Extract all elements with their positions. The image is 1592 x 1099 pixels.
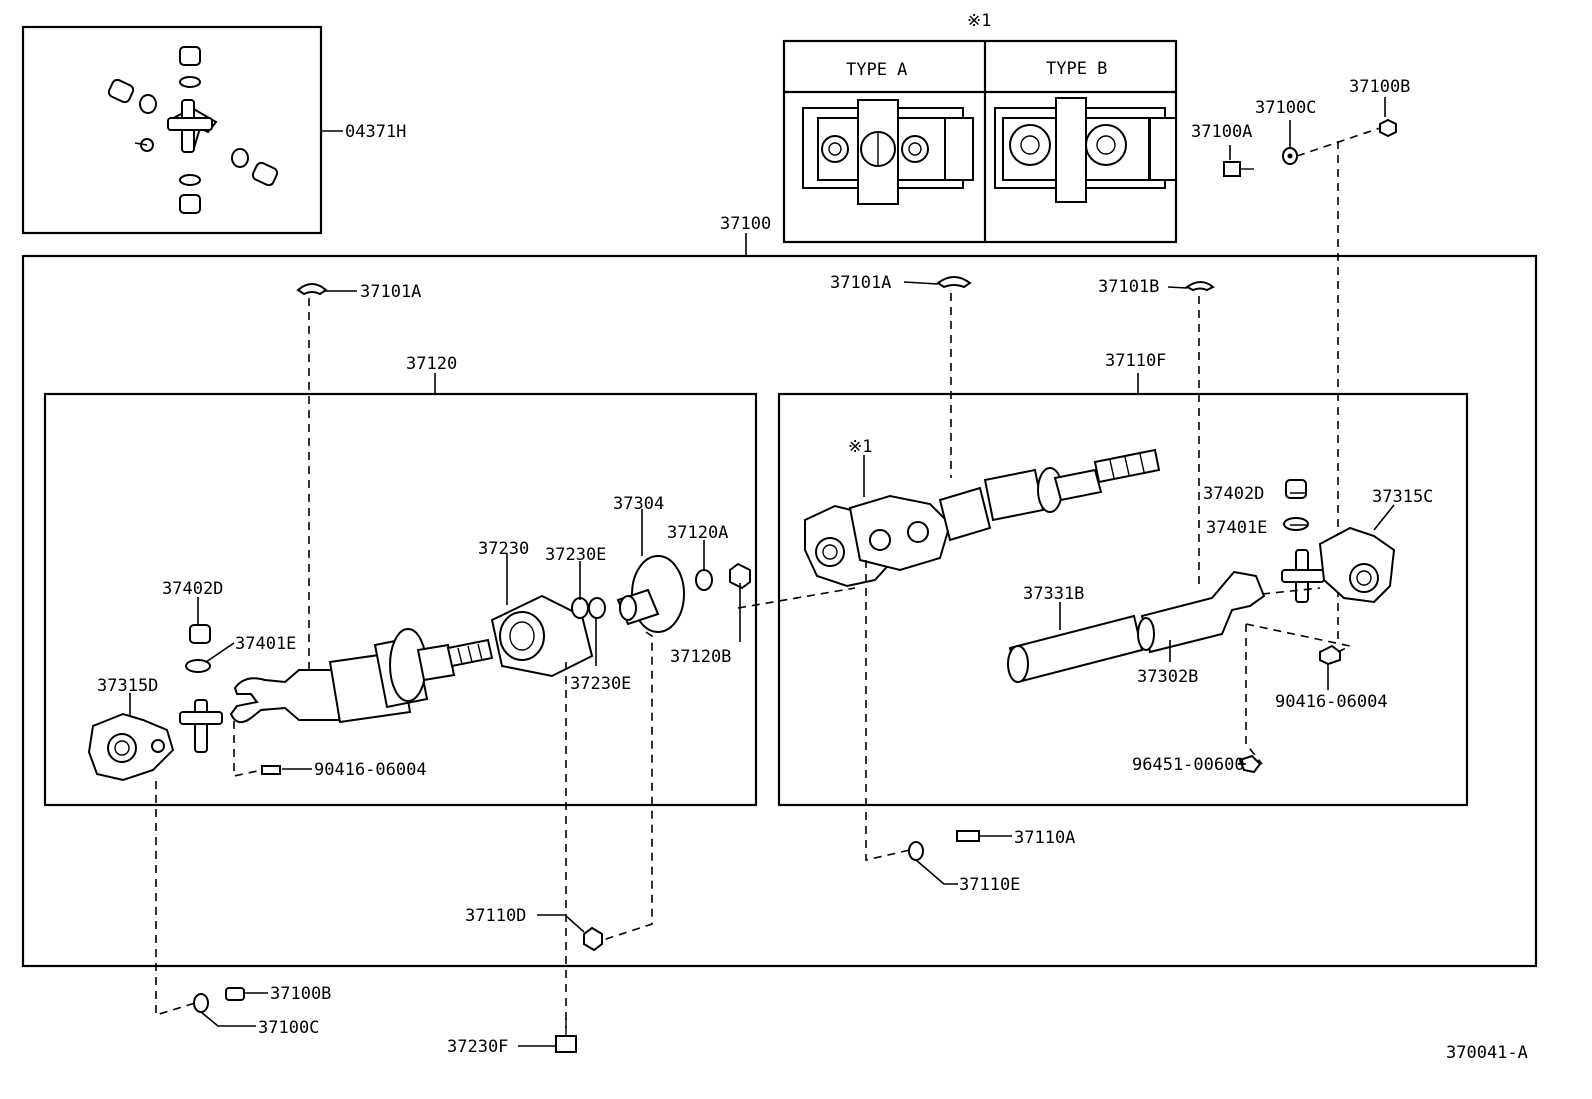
part-37101A-mid-label: 37101A [830,273,891,293]
part-37100A-label: 37100A [1191,122,1252,142]
part-37100C-top-label: 37100C [1255,98,1316,118]
part-90416-right-label: 90416-06004 [1275,692,1388,712]
part-37110A-label: 37110A [1014,828,1075,848]
part-37101A-left-label: 37101A [360,282,421,302]
part-37110E-label: 37110E [959,875,1020,895]
part-37230E-bottom-label: 37230E [570,674,631,694]
bottom-hardware [193,926,603,1053]
part-37120B-label: 37120B [670,647,731,667]
part-37120-label: 37120 [406,354,457,374]
part-37110F-label: 37110F [1105,351,1166,371]
type-b-joint-illustration [994,97,1177,203]
part-37100-label: 37100 [720,214,771,234]
part-37401E-right-label: 37401E [1206,518,1267,538]
part-37100B-bottom-label: 37100B [270,984,331,1004]
front-shaft-subassembly-frame [777,392,1469,807]
part-37120A-label: 37120A [667,523,728,543]
part-90416-left-label: 90416-06004 [314,760,427,780]
part-37304-label: 37304 [613,494,664,514]
part-37315C-label: 37315C [1372,487,1433,507]
rear-shaft-illustration [87,555,751,782]
type-a-joint-illustration [802,99,974,205]
part-37402D-right-label: 37402D [1203,484,1264,504]
part-37402D-left-label: 37402D [162,579,223,599]
universal-joint-kit-illustration [107,46,279,214]
front-shaft-illustration [804,448,1396,861]
part-37101B-label: 37101B [1098,277,1159,297]
part-37230-label: 37230 [478,539,529,559]
part-37100B-top-label: 37100B [1349,77,1410,97]
universal-joint-kit-frame [21,25,323,235]
part-96451-label: 96451-00600 [1132,755,1245,775]
note-ref-shaft: ※1 [848,437,872,457]
top-right-hardware [1223,118,1397,177]
part-37230F-label: 37230F [447,1037,508,1057]
type-b-label: TYPE B [1046,59,1107,79]
part-37331B-label: 37331B [1023,584,1084,604]
propeller-shaft-assembly-frame [21,254,1538,968]
drawing-number: 370041-A [1446,1043,1528,1063]
part-37230E-top-label: 37230E [545,545,606,565]
part-37100C-bottom-label: 37100C [258,1018,319,1038]
part-37302B-label: 37302B [1137,667,1198,687]
part-37110D-label: 37110D [465,906,526,926]
type-a-label: TYPE A [846,60,907,80]
part-37315D-label: 37315D [97,676,158,696]
note-ref-top: ※1 [967,11,991,31]
rear-shaft-subassembly-frame [43,392,758,807]
balance-weights [296,276,1215,296]
part-37401E-left-label: 37401E [235,634,296,654]
part-04371H-label: 04371H [345,122,406,142]
